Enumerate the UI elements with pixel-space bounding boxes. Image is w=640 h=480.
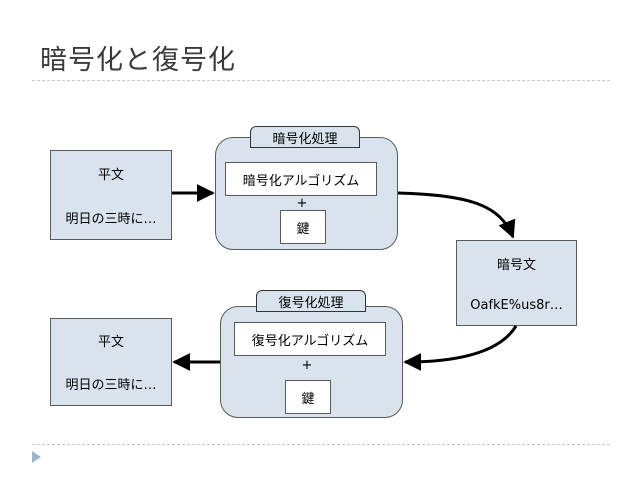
plaintext-box-top: 平文 明日の三時に… <box>50 150 172 240</box>
footer-divider <box>32 444 610 445</box>
encryption-plus: + <box>296 196 308 211</box>
plaintext-box-bottom: 平文 明日の三時に… <box>50 318 172 406</box>
ciphertext-text: OafkE%us8r… <box>470 297 563 313</box>
arrow-cipher-to-decrypt <box>403 325 518 371</box>
encryption-process-label: 暗号化処理 <box>250 126 360 148</box>
decryption-plus: + <box>301 358 313 373</box>
ciphertext-title: 暗号文 <box>496 257 536 273</box>
bullet-triangle-icon <box>32 451 41 463</box>
encryption-key-box: 鍵 <box>280 210 326 244</box>
encryption-algorithm-text: 暗号化アルゴリズム <box>242 173 360 189</box>
decryption-process-label: 復号化処理 <box>256 290 366 312</box>
decryption-key-box: 鍵 <box>285 380 331 414</box>
plaintext-title: 平文 <box>97 167 124 183</box>
plaintext-text-bottom: 明日の三時に… <box>65 378 157 393</box>
plaintext-text: 明日の三時に… <box>65 211 157 227</box>
decryption-algorithm-box: 復号化アルゴリズム <box>234 322 386 356</box>
title-divider <box>32 80 610 81</box>
slide-title: 暗号化と復号化 <box>40 45 236 76</box>
decryption-key-text: 鍵 <box>301 391 315 407</box>
decryption-algorithm-text: 復号化アルゴリズム <box>251 333 369 349</box>
encryption-algorithm-box: 暗号化アルゴリズム <box>225 162 377 196</box>
encryption-key-text: 鍵 <box>296 221 310 237</box>
encryption-process-text: 暗号化処理 <box>272 131 338 147</box>
arrow-encrypt-to-cipher <box>397 191 516 239</box>
ciphertext-box: 暗号文 OafkE%us8r… <box>456 240 577 326</box>
decryption-process-text: 復号化処理 <box>278 295 344 311</box>
plaintext-title-bottom: 平文 <box>97 335 124 350</box>
